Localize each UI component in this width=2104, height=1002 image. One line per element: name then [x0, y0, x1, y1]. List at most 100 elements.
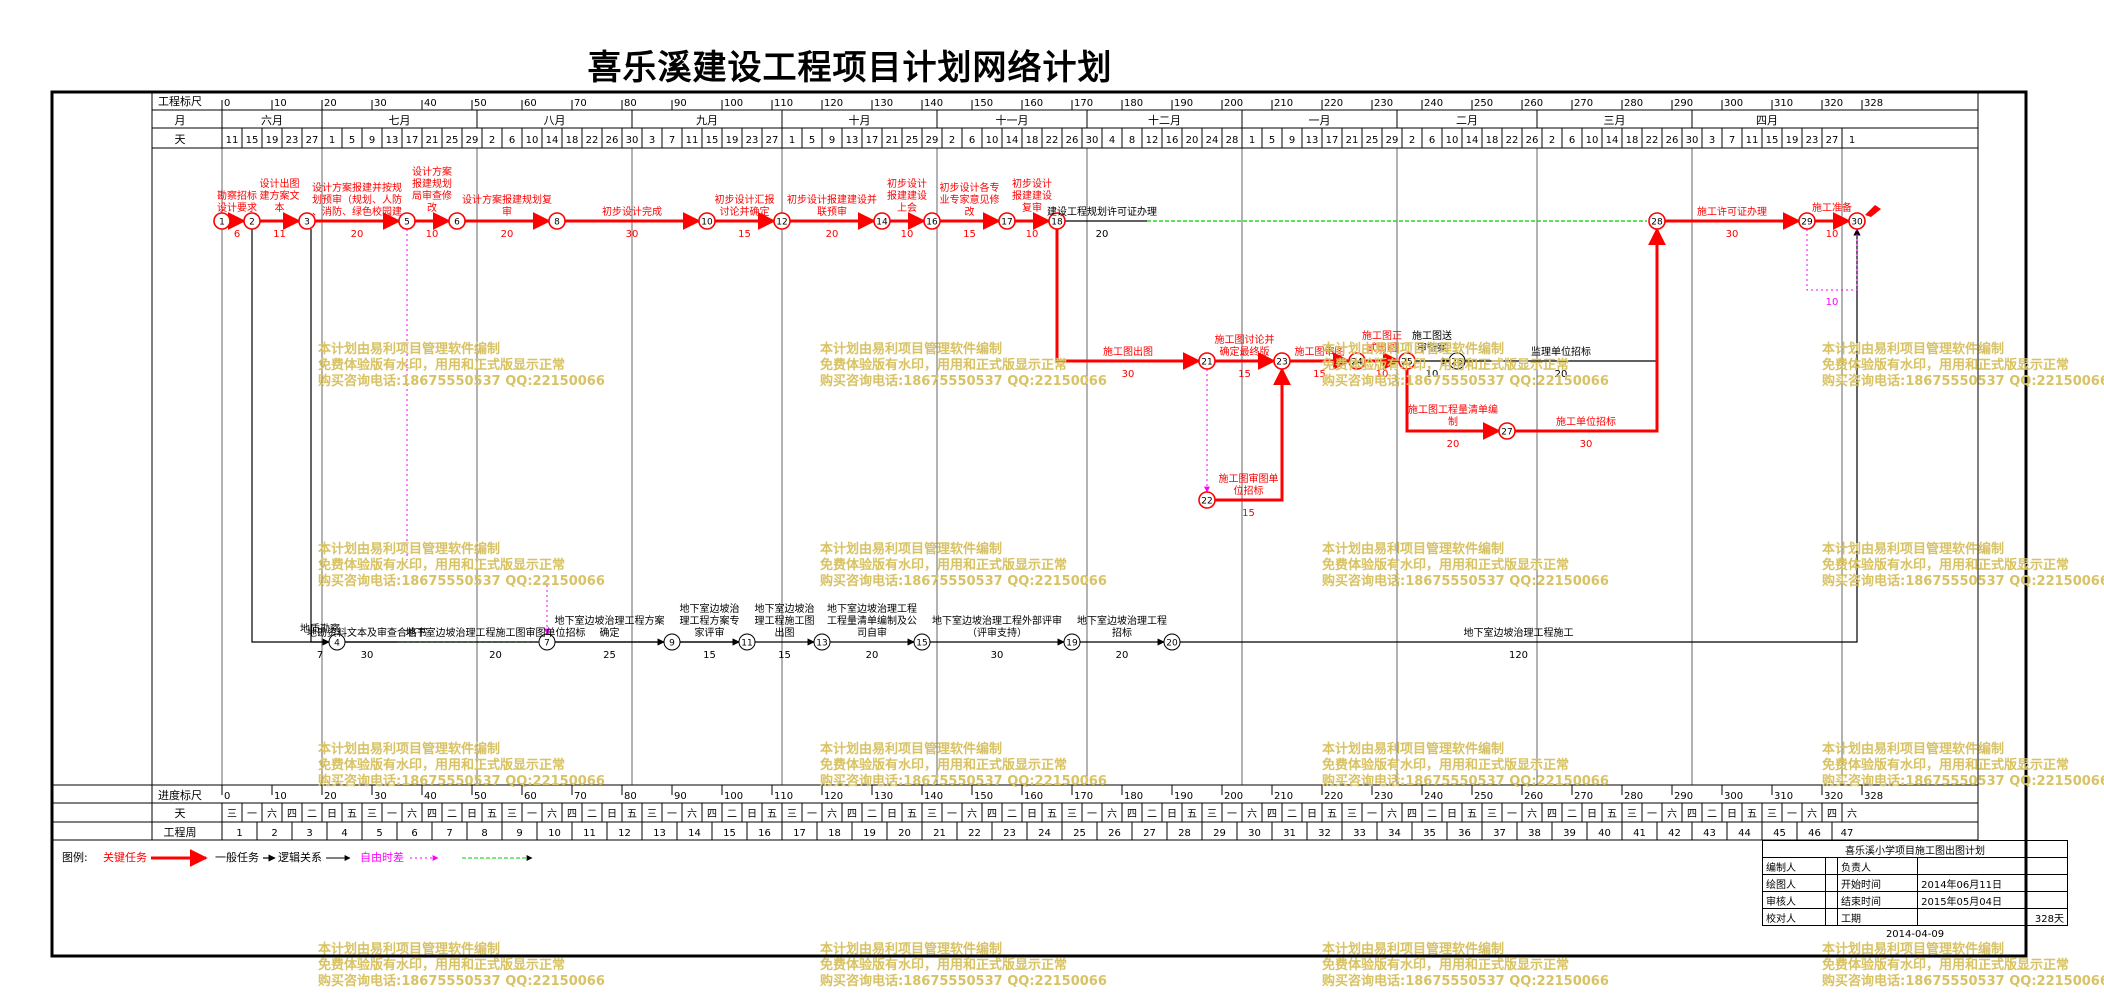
footer-tick-label: 328: [1864, 791, 1883, 802]
footer-week-label: 工程周: [164, 826, 197, 839]
task-name: 建方案文: [260, 189, 300, 202]
task-name: 理工程施工图: [755, 614, 815, 627]
watermark-line: 免费体验版有水印，用用和正式版显示正常: [820, 358, 1068, 373]
event-node-label: 21: [1201, 358, 1212, 368]
event-node: [1048, 212, 1066, 230]
event-node-label: 1: [219, 218, 225, 228]
footer-tick-label: 160: [1024, 791, 1043, 802]
weekday-label: 四: [427, 809, 437, 820]
header-tick-label: 300: [1724, 98, 1743, 109]
month-label: 九月: [696, 114, 718, 127]
event-node: [398, 212, 416, 230]
task-name: 确定: [600, 626, 620, 639]
info-end-label: 结束时间: [1836, 891, 1919, 909]
header-tick-label: 240: [1424, 98, 1443, 109]
footer-tick-label: 120: [824, 791, 843, 802]
week-label: 20: [898, 828, 911, 839]
day-label: 5: [1269, 135, 1275, 146]
week-label: 19: [863, 828, 876, 839]
weekday-label: 四: [567, 809, 577, 820]
weekday-label: 三: [1627, 809, 1637, 820]
weekday-label: 六: [967, 808, 977, 820]
event-node-label: 10: [701, 218, 713, 228]
watermark-line: 免费体验版有水印，用用和正式版显示正常: [1822, 758, 2070, 773]
day-label: 27: [766, 135, 779, 146]
task-name: 初步设计报建建设并: [787, 193, 877, 206]
task-name: 地下室边坡治: [680, 602, 740, 615]
weekday-label: 二: [867, 809, 877, 820]
weekday-label: 六: [827, 808, 837, 820]
event-node-label: 30: [1851, 218, 1863, 228]
weekday-label: 五: [627, 809, 637, 820]
task-name: 改: [965, 205, 975, 218]
task-name: 、消防、绿色校园建: [312, 205, 402, 218]
task-duration: 10: [1026, 229, 1039, 240]
day-label: 5: [809, 135, 815, 146]
weekday-label: 日: [607, 809, 617, 820]
task-line: [1180, 228, 1861, 643]
day-label: 16: [1166, 135, 1179, 146]
footer-tick-label: 60: [524, 791, 537, 802]
task-duration: 20: [826, 229, 839, 240]
watermark-line: 免费体验版有水印，用用和正式版显示正常: [820, 558, 1068, 573]
day-label: 19: [1786, 135, 1799, 146]
watermark-line: 免费体验版有水印，用用和正式版显示正常: [1822, 358, 2070, 373]
footer-tick-label: 180: [1124, 791, 1143, 802]
day-label: 10: [1446, 135, 1459, 146]
watermark-line: 本计划由易利项目管理软件编制: [820, 542, 1003, 557]
day-label: 23: [286, 135, 299, 146]
watermark-line: 购买咨询电话:18675550537 QQ:22150066: [318, 374, 605, 389]
event-node: [328, 633, 346, 651]
watermark-line: 本计划由易利项目管理软件编制: [1822, 742, 2005, 757]
weekday-label: 二: [1707, 809, 1717, 820]
info-title: 喜乐溪小学项目施工图出图计划: [1762, 840, 2068, 858]
month-label: 十月: [849, 113, 871, 127]
free-float-line: [1806, 229, 1858, 291]
header-month-label: 月: [175, 114, 186, 127]
header-tick-label: 30: [374, 98, 387, 109]
info-date: 2014-04-09: [1885, 928, 1945, 940]
task-name: 制: [1448, 415, 1458, 428]
watermark-block: 本计划由易利项目管理软件编制免费体验版有水印，用用和正式版显示正常购买咨询电话:…: [820, 942, 1107, 990]
watermark-line: 购买咨询电话:18675550537 QQ:22150066: [820, 574, 1107, 589]
task-duration: 30: [1122, 369, 1135, 380]
weekday-label: 二: [1287, 809, 1297, 820]
task-name: 地下室边坡治: [755, 602, 815, 615]
week-label: 27: [1143, 828, 1156, 839]
day-label: 21: [1346, 135, 1359, 146]
week-label: 12: [618, 828, 631, 839]
task-duration: 30: [1580, 439, 1593, 450]
event-node: [913, 633, 931, 651]
task-name: 家评审: [695, 626, 725, 639]
weekday-label: 四: [1407, 809, 1417, 820]
info-end: 2015年05月04日: [1917, 891, 2068, 909]
watermark-block: 本计划由易利项目管理软件编制免费体验版有水印，用用和正式版显示正常购买咨询电话:…: [1322, 942, 1609, 990]
day-label: 6: [1429, 135, 1435, 146]
weekday-label: 四: [707, 809, 717, 820]
week-label: 42: [1668, 828, 1681, 839]
header-tick-label: 40: [424, 98, 437, 109]
weekday-label: 六: [407, 808, 417, 820]
day-label: 6: [509, 135, 515, 146]
task-name: 理工程方案专: [680, 614, 740, 627]
header-tick-label: 160: [1024, 98, 1043, 109]
day-label: 11: [1746, 135, 1759, 146]
task-duration: 15: [778, 650, 791, 661]
task-name: 报建建设: [1012, 189, 1052, 202]
watermark-line: 免费体验版有水印，用用和正式版显示正常: [318, 958, 566, 973]
day-label: 13: [386, 135, 399, 146]
task-arrows: [227, 212, 1861, 646]
event-node: [1348, 352, 1366, 370]
weekday-label: 二: [1007, 809, 1017, 820]
watermark-block: 本计划由易利项目管理软件编制免费体验版有水印，用用和正式版显示正常购买咨询电话:…: [1322, 342, 1609, 390]
day-label: 15: [1766, 135, 1779, 146]
task-name: 初步设计: [887, 177, 927, 190]
task-line: [1515, 227, 1666, 433]
task-name: 讨论并确定: [720, 205, 770, 218]
watermark-line: 购买咨询电话:18675550537 QQ:22150066: [1822, 974, 2104, 989]
day-label: 19: [726, 135, 739, 146]
weekday-label: 六: [1527, 808, 1537, 820]
week-label: 46: [1808, 828, 1821, 839]
weekday-label: 五: [1607, 809, 1617, 820]
